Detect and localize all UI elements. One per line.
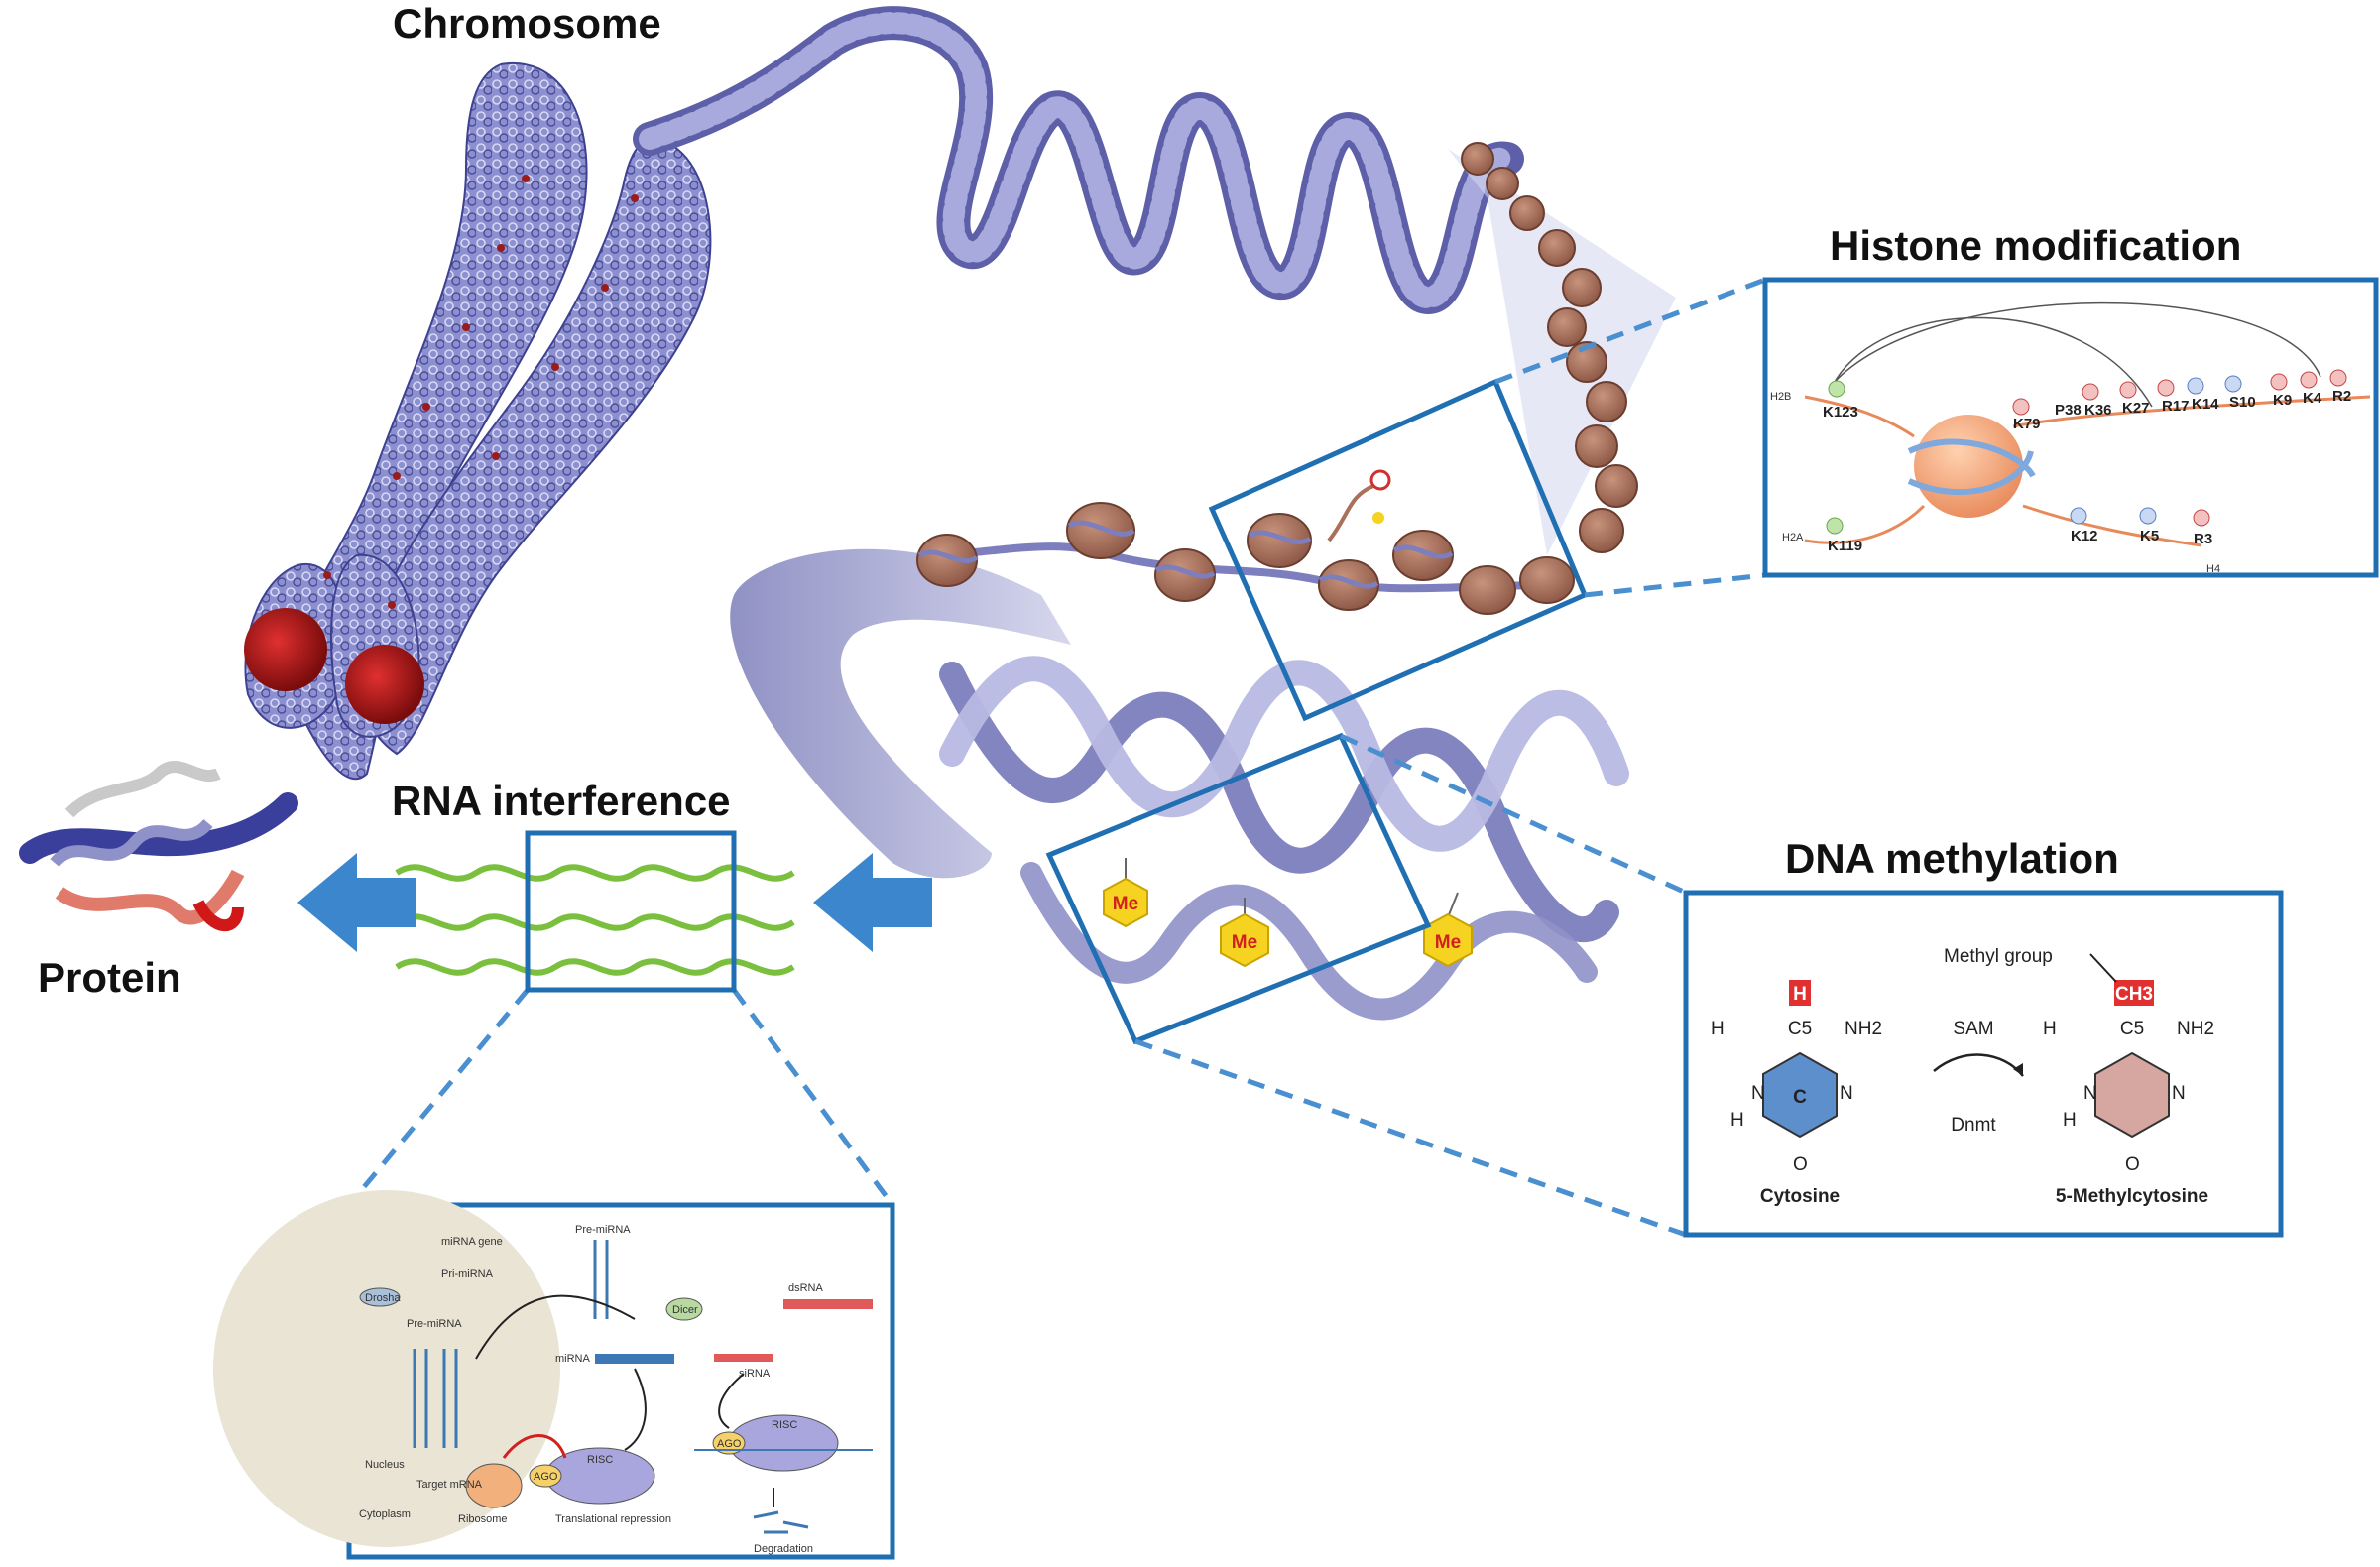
- svg-text:Cytoplasm: Cytoplasm: [359, 1508, 411, 1520]
- svg-text:C5: C5: [1788, 1019, 1812, 1039]
- svg-text:K5: K5: [2140, 528, 2159, 544]
- svg-text:H2A: H2A: [1782, 532, 1804, 543]
- label-rna-interference: RNA interference: [392, 778, 731, 824]
- svg-text:RISC: RISC: [587, 1454, 613, 1466]
- svg-text:R17: R17: [2162, 398, 2190, 415]
- svg-text:Target mRNA: Target mRNA: [416, 1479, 483, 1491]
- svg-text:R3: R3: [2194, 531, 2212, 547]
- methyl-tag-3: Me: [1423, 892, 1473, 968]
- histone-top-sites: K79 P38 K36 K27 R17 K14 S10 K9 K4 R2: [2013, 388, 2351, 432]
- svg-text:N: N: [1751, 1083, 1765, 1104]
- methyl-tag-2: Me: [1220, 898, 1269, 968]
- svg-text:C: C: [1793, 1087, 1807, 1108]
- svg-text:SAM: SAM: [1953, 1019, 1993, 1039]
- svg-text:siRNA: siRNA: [739, 1368, 771, 1380]
- svg-text:P38: P38: [2055, 402, 2082, 419]
- svg-text:Drosha: Drosha: [365, 1292, 401, 1304]
- svg-text:Nucleus: Nucleus: [365, 1459, 405, 1471]
- svg-text:Pri-miRNA: Pri-miRNA: [441, 1268, 494, 1280]
- svg-text:Pre-miRNA: Pre-miRNA: [407, 1318, 462, 1330]
- svg-text:NH2: NH2: [2177, 1019, 2214, 1039]
- svg-text:RISC: RISC: [772, 1419, 797, 1431]
- svg-text:C5: C5: [2120, 1019, 2144, 1039]
- label-histone-modification: Histone modification: [1830, 222, 2241, 269]
- svg-text:H: H: [1711, 1019, 1725, 1039]
- arrow-to-rna[interactable]: [813, 853, 932, 952]
- svg-text:K9: K9: [2273, 392, 2292, 409]
- centromere-left: [244, 608, 327, 691]
- svg-text:Translational repression: Translational repression: [555, 1513, 671, 1525]
- svg-text:dsRNA: dsRNA: [788, 1282, 824, 1294]
- svg-text:Cytosine: Cytosine: [1760, 1186, 1840, 1207]
- rnai-panel: miRNA gene Pri-miRNA Drosha Pre-miRNA Nu…: [213, 1190, 895, 1560]
- svg-text:H: H: [1793, 984, 1807, 1005]
- methylcytosine-ring: [2094, 1051, 2170, 1139]
- svg-text:N: N: [2083, 1083, 2097, 1104]
- rna-strands: [395, 864, 795, 976]
- svg-text:K123: K123: [1823, 404, 1858, 421]
- svg-text:S10: S10: [2229, 394, 2256, 411]
- svg-text:K36: K36: [2084, 402, 2112, 419]
- svg-text:H4: H4: [2206, 563, 2220, 575]
- label-chromosome: Chromosome: [393, 0, 661, 47]
- svg-text:K79: K79: [2013, 416, 2041, 432]
- svg-text:miRNA: miRNA: [555, 1353, 590, 1365]
- arrow-to-protein[interactable]: [298, 853, 416, 952]
- chromatid-right: [357, 137, 712, 756]
- svg-text:Dnmt: Dnmt: [1951, 1115, 1996, 1136]
- dna-methylation-panel: C H C5 NH2 H H N N O Cytosine SAM Dnmt C…: [1683, 890, 2284, 1238]
- svg-text:K14: K14: [2192, 396, 2219, 413]
- svg-text:K4: K4: [2303, 390, 2322, 407]
- label-dna-methylation: DNA methylation: [1785, 835, 2119, 882]
- svg-text:Dicer: Dicer: [672, 1304, 698, 1316]
- svg-text:Pre-miRNA: Pre-miRNA: [575, 1224, 631, 1236]
- label-protein: Protein: [38, 954, 181, 1001]
- svg-text:H: H: [2043, 1019, 2057, 1039]
- svg-text:Ribosome: Ribosome: [458, 1513, 508, 1525]
- svg-text:Degradation: Degradation: [754, 1543, 813, 1555]
- svg-text:Me: Me: [1113, 894, 1138, 914]
- svg-text:NH2: NH2: [1844, 1019, 1882, 1039]
- svg-text:O: O: [2125, 1154, 2140, 1175]
- svg-text:Methyl group: Methyl group: [1944, 946, 2053, 967]
- chromosome-figure: [244, 61, 712, 781]
- svg-text:H: H: [1730, 1110, 1744, 1131]
- svg-text:K119: K119: [1828, 538, 1862, 554]
- protein-structure: [19, 761, 298, 932]
- svg-text:H2B: H2B: [1770, 391, 1791, 403]
- svg-text:H: H: [2063, 1110, 2077, 1131]
- histone-octamer: [1914, 415, 2023, 518]
- svg-text:Me: Me: [1232, 932, 1257, 953]
- svg-text:CH3: CH3: [2115, 984, 2153, 1005]
- svg-text:AGO: AGO: [534, 1471, 558, 1483]
- svg-text:N: N: [1840, 1083, 1853, 1104]
- nucleosome-array: [916, 469, 1575, 615]
- chromatin-fiber: [633, 6, 1676, 555]
- svg-text:N: N: [2172, 1083, 2186, 1104]
- svg-text:O: O: [1793, 1154, 1808, 1175]
- histone-panel: H2B H2A H4 K123 K119 K79 P38 K36 K27 R17…: [1762, 277, 2379, 578]
- svg-text:5-Methylcytosine: 5-Methylcytosine: [2056, 1186, 2208, 1207]
- nucleus: [213, 1190, 560, 1547]
- svg-text:Me: Me: [1435, 932, 1461, 953]
- centromere-right: [345, 645, 424, 724]
- svg-text:K27: K27: [2122, 400, 2150, 417]
- methyl-tag-1: Me: [1103, 858, 1148, 928]
- cytosine-ring: [1762, 1051, 1838, 1139]
- zoom-box-rnai: [525, 830, 737, 993]
- dna-double-helix: Me Me Me: [730, 548, 1629, 1021]
- zoom-box-dna: [1045, 732, 1432, 1045]
- svg-text:R2: R2: [2332, 388, 2351, 405]
- svg-text:AGO: AGO: [717, 1438, 742, 1450]
- svg-text:miRNA gene: miRNA gene: [441, 1236, 503, 1248]
- svg-text:K12: K12: [2071, 528, 2098, 544]
